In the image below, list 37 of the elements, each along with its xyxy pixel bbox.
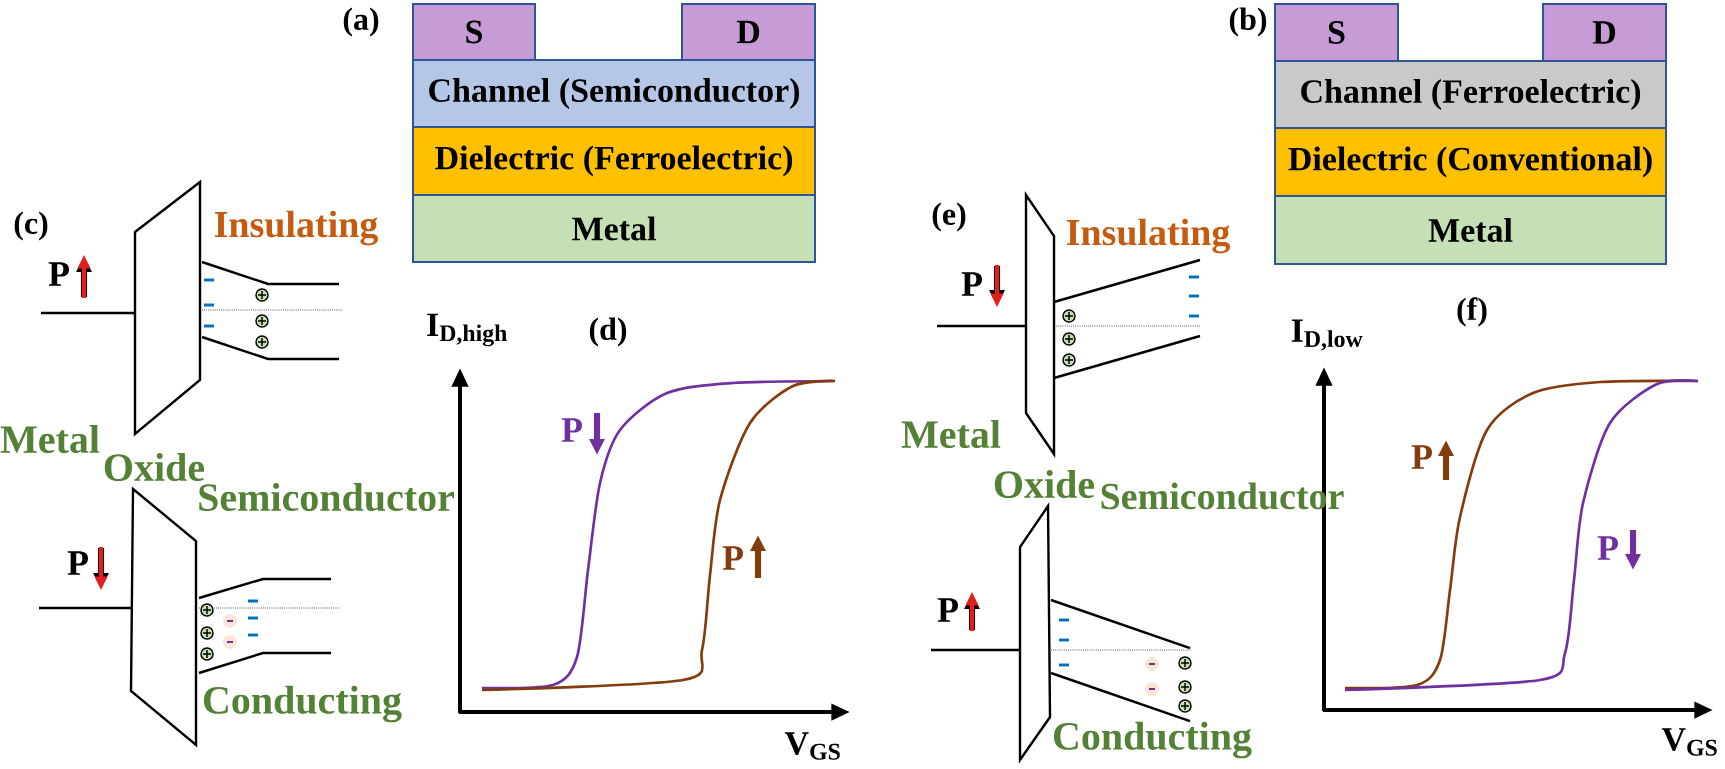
polarization-label: P: [1411, 445, 1432, 469]
layer-box: Dielectric (Ferroelectric): [412, 126, 816, 196]
polarization-label: P: [722, 546, 743, 570]
panel-label: (c): [14, 211, 48, 241]
layer-box: Dielectric (Conventional): [1274, 127, 1667, 197]
region-label: Conducting: [1053, 721, 1252, 759]
polarization-label: P: [961, 272, 982, 296]
layer-box: Channel (Ferroelectric): [1274, 60, 1667, 129]
region-label: Conducting: [203, 685, 402, 723]
panel-label: (d): [589, 317, 627, 347]
polarization-label: P: [48, 262, 69, 286]
axis-label: I$_{D,low}$: [1291, 319, 1363, 351]
polarization-label: P: [1597, 536, 1618, 560]
axis-label: V$_{GS}$: [784, 732, 840, 760]
panel-label: (b): [1229, 7, 1267, 37]
electrode-box: D: [1542, 3, 1667, 62]
region-label: Insulating: [1066, 218, 1230, 254]
layer-box: Metal: [1274, 195, 1667, 265]
panel-label: (a): [343, 7, 379, 37]
layer-box: Metal: [412, 194, 816, 263]
polarization-label: P: [937, 598, 958, 622]
layer-label: Oxide: [104, 452, 205, 482]
layer-label: Metal: [0, 424, 100, 454]
axis-label: V$_{GS}$: [1661, 728, 1717, 756]
layer-box: Channel (Semiconductor): [412, 59, 816, 128]
panel-label: (e): [932, 202, 966, 232]
electrode-box: S: [412, 3, 536, 61]
electrode-box: S: [1274, 3, 1399, 62]
region-label: Insulating: [214, 210, 378, 246]
polarization-label: P: [561, 418, 582, 442]
layer-label: Semiconductor: [199, 482, 454, 512]
polarization-label: P: [67, 551, 88, 575]
layer-label: Metal: [901, 419, 1001, 449]
panel-label: (f): [1457, 297, 1487, 327]
layer-label: Oxide: [994, 469, 1095, 499]
axis-label: I$_{D,high}$: [427, 313, 507, 347]
electrode-box: D: [681, 3, 816, 61]
